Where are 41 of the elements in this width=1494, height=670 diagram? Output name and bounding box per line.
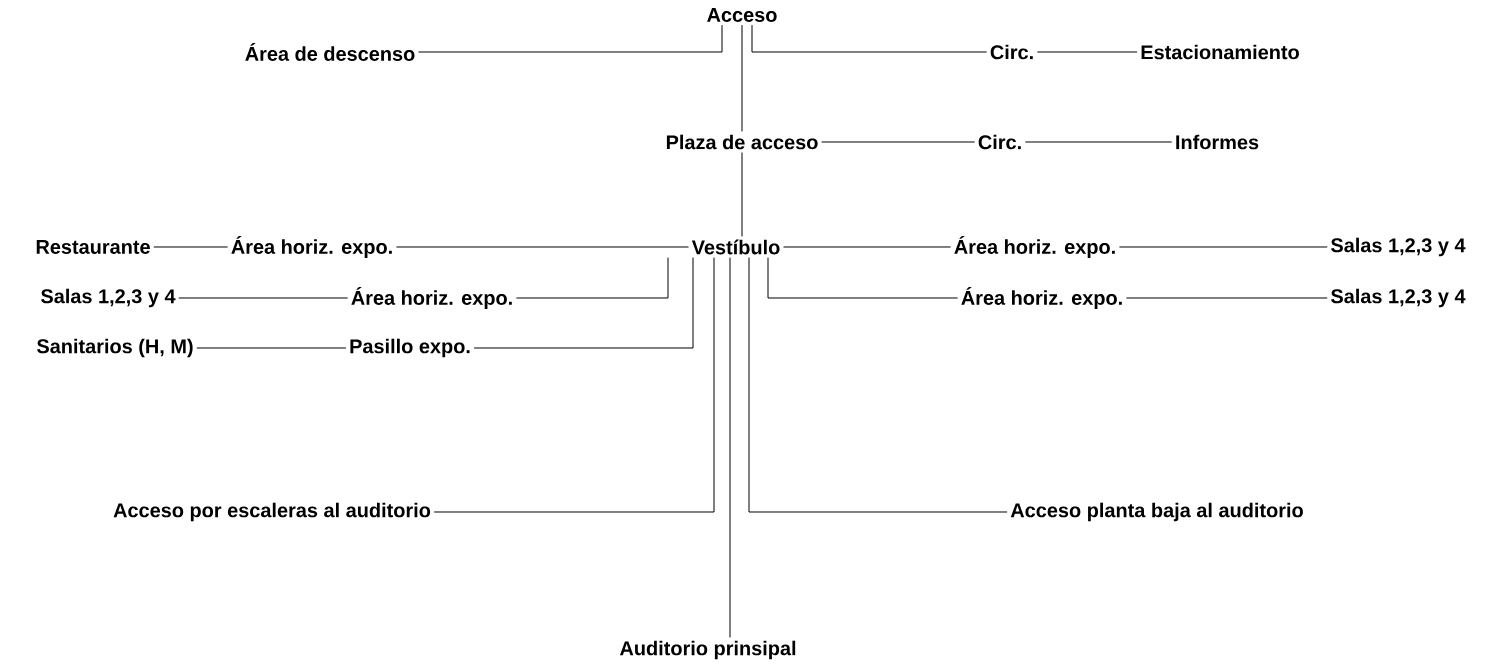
place-label: Circ. (990, 44, 1033, 60)
connector-line (418, 24, 723, 53)
place-label: Acceso por escaleras al auditorio (113, 502, 431, 522)
connector-line (729, 257, 731, 638)
place-label: Estacionamiento (1141, 44, 1299, 60)
connector-line (153, 246, 229, 248)
connector-line (767, 257, 959, 299)
place-label: Salas 1,2,3 y 4 (41, 288, 176, 308)
connector-line (741, 152, 743, 237)
connector-line (748, 257, 1008, 513)
place-label: Salas 1,2,3 y 4 (1331, 237, 1466, 257)
connector-line (1125, 297, 1328, 299)
connector-line (751, 24, 988, 53)
place-label: Área de descenso (245, 43, 415, 61)
connector-line (178, 297, 349, 299)
place-label: Circ. (978, 134, 1021, 150)
connector-line (515, 257, 669, 299)
connector-line (741, 24, 743, 132)
place-label: Pasillo expo. (350, 338, 470, 358)
place-label: Auditorio prinsipal (619, 640, 796, 660)
place-label: Plaza de acceso (666, 134, 818, 150)
place-label: Sanitarios (H, M) (37, 338, 193, 358)
place-label: Vestíbulo (691, 239, 780, 255)
place-label: Salas 1,2,3 y 4 (1331, 288, 1466, 308)
place-label: Restaurante (36, 240, 150, 254)
place-label: Acceso (707, 8, 777, 22)
connector-line (473, 257, 694, 349)
connector-line (433, 257, 715, 513)
place-label: Área horiz. expo. (961, 287, 1122, 309)
place-label: Informes (1176, 134, 1259, 150)
place-label: Área horiz. expo. (954, 236, 1115, 258)
connector-line (783, 246, 952, 248)
connector-line (1036, 51, 1138, 53)
connector-line (196, 347, 347, 349)
connector-line (821, 141, 976, 143)
place-label: Acceso planta baja al auditorio (1010, 502, 1303, 522)
place-label: Área horiz. expo. (351, 287, 512, 309)
place-label: Área horiz. expo. (231, 236, 392, 258)
connector-line (1024, 141, 1173, 143)
connector-line (395, 246, 690, 248)
connector-line (1118, 246, 1328, 248)
